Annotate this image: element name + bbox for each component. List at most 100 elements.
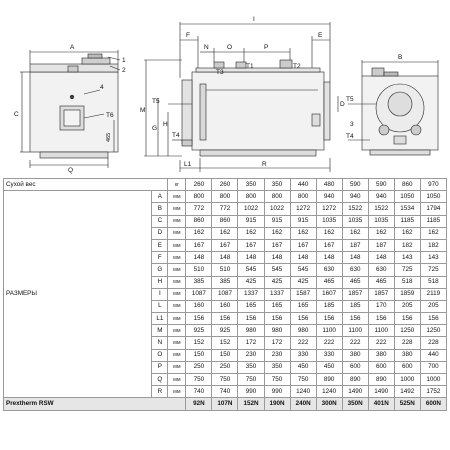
value-cell: 1022 [237, 202, 265, 216]
rear-view [348, 60, 439, 156]
value-cell: 890 [367, 372, 395, 387]
value-cell: 545 [263, 263, 291, 277]
value-cell: 915 [237, 214, 265, 228]
value-cell: 772 [211, 202, 239, 216]
model-cell: 350N [341, 397, 369, 411]
value-cell: 148 [315, 251, 343, 265]
side-view [144, 22, 339, 172]
value-cell: 156 [211, 312, 239, 326]
value-cell: 600 [341, 360, 369, 375]
label-b: B [398, 54, 402, 61]
value-cell: 1022 [263, 202, 291, 216]
label-t5-rear: T5 [346, 96, 354, 103]
value-cell: 167 [237, 238, 265, 253]
model-cell: 525N [393, 397, 421, 411]
value-cell: 1240 [315, 385, 343, 399]
value-cell: 152 [185, 336, 213, 350]
value-cell: 800 [237, 190, 265, 204]
unit-cell: мм [167, 287, 187, 301]
unit-cell: мм [167, 360, 187, 375]
unit-cell: мм [167, 348, 187, 362]
value-cell: 385 [211, 275, 239, 289]
label-n: N [204, 44, 209, 51]
value-cell: 425 [237, 275, 265, 289]
dimension-symbol: M [151, 324, 169, 338]
value-cell: 162 [315, 226, 343, 240]
value-cell: 143 [419, 251, 448, 265]
value-cell: 1522 [367, 202, 395, 216]
value-cell: 725 [419, 263, 448, 277]
value-cell: 165 [263, 299, 291, 314]
unit-cell: мм [167, 372, 187, 387]
label-o: O [227, 44, 232, 51]
unit-cell: мм [167, 226, 187, 240]
value-cell: 185 [315, 299, 343, 314]
value-cell: 1250 [419, 324, 448, 338]
value-cell: 350 [237, 177, 265, 192]
value-cell: 518 [419, 275, 448, 289]
value-cell: 1587 [289, 287, 317, 301]
front-view [20, 50, 121, 168]
label-f: F [186, 32, 190, 39]
label-t2: T2 [293, 63, 301, 70]
value-cell: 150 [185, 348, 213, 362]
label-t4: T4 [172, 132, 180, 139]
value-cell: 740 [185, 385, 213, 399]
label-t3: T3 [216, 69, 224, 76]
dimension-symbol: B [151, 202, 169, 216]
value-cell: 222 [315, 336, 343, 350]
value-cell: 860 [393, 177, 421, 192]
value-cell: 860 [185, 214, 213, 228]
value-cell: 162 [289, 226, 317, 240]
value-cell: 172 [263, 336, 291, 350]
dimension-symbol: O [151, 348, 169, 362]
value-cell: 380 [367, 348, 395, 362]
value-cell: 890 [315, 372, 343, 387]
unit-cell: кг [167, 177, 187, 192]
model-cell: 300N [315, 397, 343, 411]
value-cell: 465 [367, 275, 395, 289]
value-cell: 425 [263, 275, 291, 289]
value-cell: 890 [341, 372, 369, 387]
value-cell: 148 [341, 251, 369, 265]
dimension-symbol: Q [151, 372, 169, 387]
model-cell: 107N [211, 397, 239, 411]
unit-cell: мм [167, 385, 187, 399]
value-cell: 1100 [315, 324, 343, 338]
value-cell: 148 [211, 251, 239, 265]
value-cell: 330 [289, 348, 317, 362]
value-cell: 772 [185, 202, 213, 216]
model-cell: 240N [289, 397, 317, 411]
value-cell: 1100 [367, 324, 395, 338]
value-cell: 156 [393, 312, 421, 326]
value-cell: 380 [393, 348, 421, 362]
value-cell: 510 [185, 263, 213, 277]
dimension-symbol: G [151, 263, 169, 277]
value-cell: 162 [185, 226, 213, 240]
unit-cell: мм [167, 275, 187, 289]
value-cell: 1272 [289, 202, 317, 216]
value-cell: 725 [393, 263, 421, 277]
model-cell: 92N [185, 397, 213, 411]
value-cell: 980 [289, 324, 317, 338]
unit-cell: мм [167, 299, 187, 314]
label-h: H [163, 121, 168, 128]
value-cell: 1272 [315, 202, 343, 216]
value-cell: 590 [341, 177, 369, 192]
label-l1: L1 [184, 161, 192, 168]
value-cell: 160 [211, 299, 239, 314]
model-cell: 401N [367, 397, 395, 411]
value-cell: 450 [289, 360, 317, 375]
value-cell: 162 [263, 226, 291, 240]
